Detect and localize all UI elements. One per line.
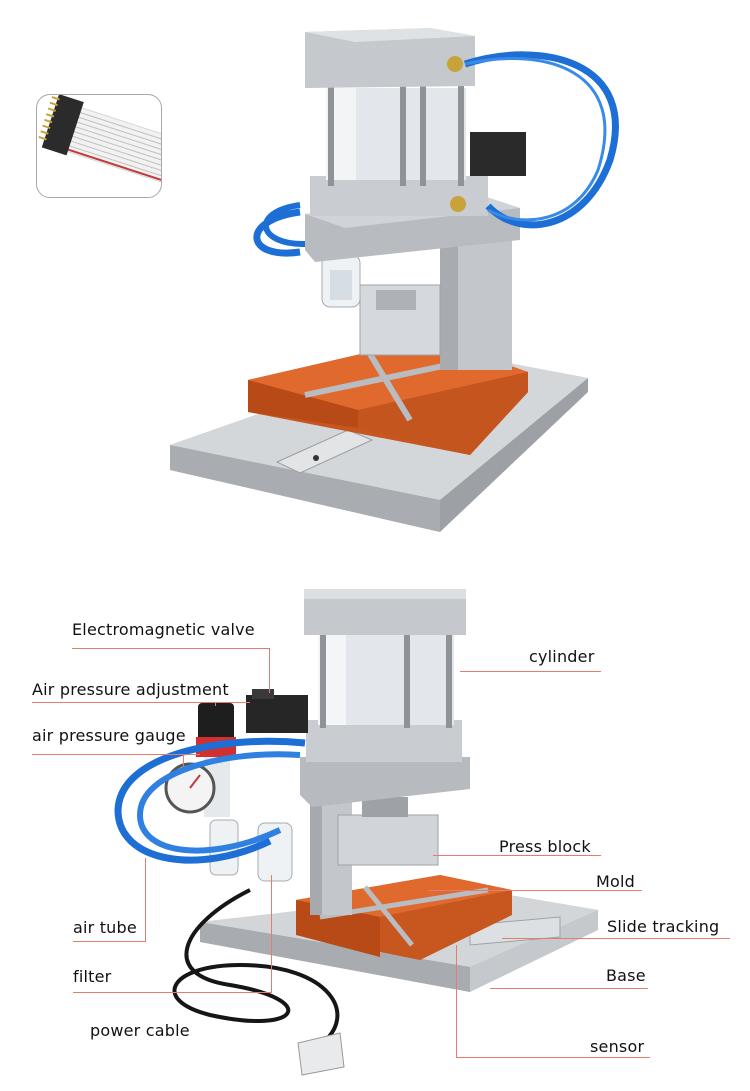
air-tube <box>114 737 306 864</box>
ribbon-cable-connector-icon <box>38 95 161 185</box>
label-filter: filter <box>73 967 112 986</box>
press-block <box>337 814 439 866</box>
ribbon-cable-inset <box>36 94 162 198</box>
crimping-press-top-view <box>170 28 619 532</box>
bottom-labeled-diagram: Electromagnetic valve Air pressure adjus… <box>0 545 750 1091</box>
label-electromagnetic-valve: Electromagnetic valve <box>72 620 255 639</box>
top-product-photo <box>0 0 750 545</box>
air-tube <box>463 51 619 229</box>
power-plug <box>297 1032 345 1076</box>
electromagnetic-valve <box>246 695 308 733</box>
label-air-pressure-adjustment: Air pressure adjustment <box>32 680 229 699</box>
cylinder-top <box>305 28 475 88</box>
crimping-press-labeled-view <box>114 589 598 1076</box>
label-air-tube: air tube <box>73 918 137 937</box>
label-base: Base <box>606 966 646 985</box>
power-cable <box>172 888 340 1047</box>
label-press-block: Press block <box>499 837 591 856</box>
pressure-regulator <box>198 703 234 743</box>
label-slide-tracking: Slide tracking <box>607 917 720 936</box>
label-air-pressure-gauge: air pressure gauge <box>32 726 186 745</box>
label-sensor: sensor <box>590 1037 645 1056</box>
label-cylinder: cylinder <box>529 647 595 666</box>
label-power-cable: power cable <box>90 1021 190 1040</box>
label-mold: Mold <box>596 872 635 891</box>
